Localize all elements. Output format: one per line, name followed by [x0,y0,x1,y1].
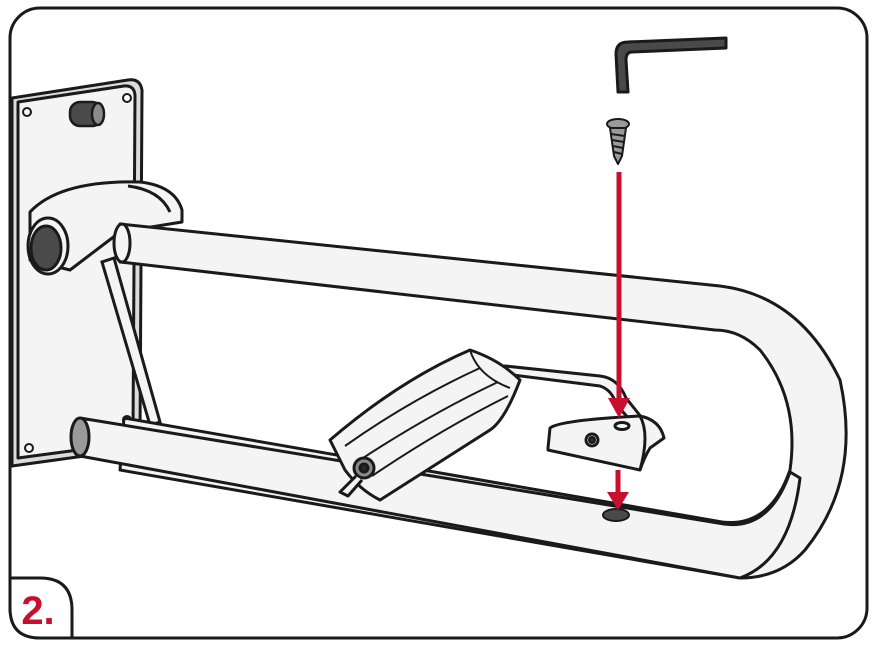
lower-rail [69,416,802,580]
support-strut [100,256,162,427]
rail-hole [602,508,630,522]
hinge-pin [68,100,106,128]
arrow-down-icon [608,172,630,418]
allen-key-icon [614,36,728,94]
step-number: 2. [21,588,55,633]
arrow-down-icon-lower [607,470,629,510]
hinge-housing [26,180,184,276]
wall-plate [10,78,144,468]
roll-holder-clip [546,414,666,472]
step-badge [8,576,74,640]
screw-icon [606,118,630,165]
roll-guard [328,348,522,502]
